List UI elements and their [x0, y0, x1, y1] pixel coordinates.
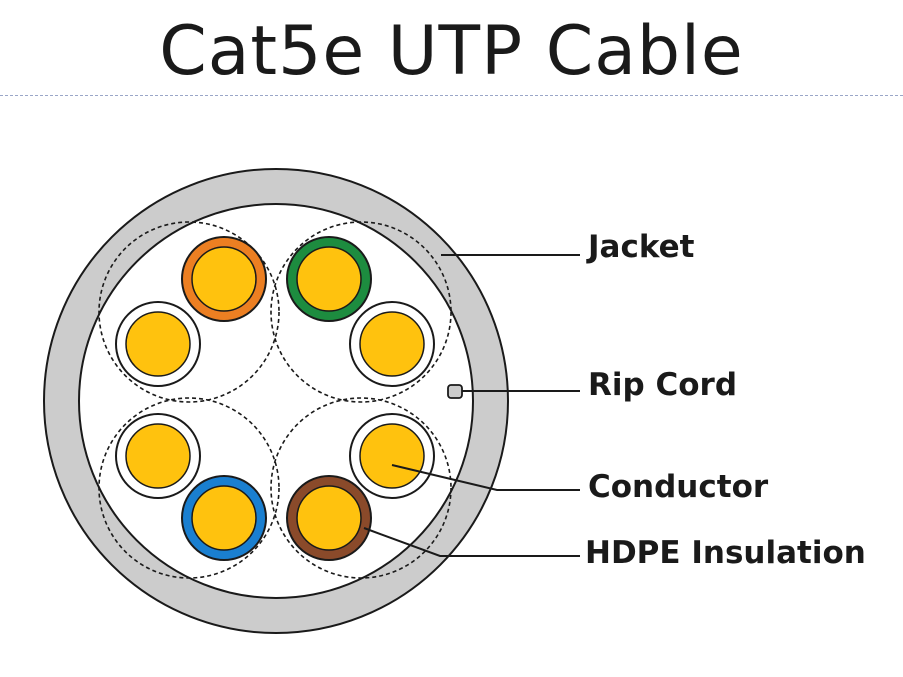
label-rip-cord: Rip Cord	[588, 367, 737, 403]
wire-blue	[181, 475, 267, 561]
leader-lines	[363, 254, 580, 557]
wire-white-brown	[349, 413, 435, 499]
label-conductor: Conductor	[588, 469, 769, 505]
label-jacket: Jacket	[586, 229, 695, 265]
pair-outline-top-left	[98, 221, 280, 403]
label-hdpe-insulation: HDPE Insulation	[585, 535, 866, 571]
wire-white-green	[349, 301, 435, 387]
leader-conductor	[391, 464, 580, 491]
twisted-pair-outlines	[98, 221, 452, 579]
pair-outline-bottom-left	[98, 397, 280, 579]
wire-orange	[181, 236, 267, 322]
pair-outline-top-right	[270, 221, 452, 403]
pair-outline-bottom-right	[270, 397, 452, 579]
cable-core	[78, 203, 474, 599]
wire-brown	[286, 475, 372, 561]
wire-white-blue	[115, 413, 201, 499]
title-divider	[0, 95, 903, 96]
wire-white-orange	[115, 301, 201, 387]
leader-insulation	[363, 527, 580, 557]
page-title: Cat5e UTP Cable	[159, 12, 744, 91]
wire-green	[286, 236, 372, 322]
rip-cord	[447, 384, 463, 399]
